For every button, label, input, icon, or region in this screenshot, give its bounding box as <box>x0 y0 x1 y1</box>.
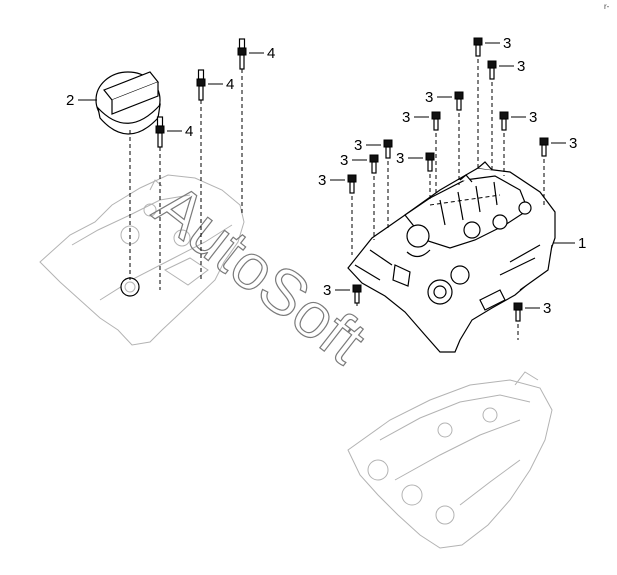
oil-filler-cap <box>95 71 161 135</box>
watermark-text: AutoSoft <box>141 169 379 377</box>
stud-bolt: 4 <box>155 116 193 290</box>
callout-bolt: 3 <box>340 152 348 169</box>
cover-bolt: 3 <box>473 35 511 168</box>
callout-filler-cap: 2 <box>66 92 131 280</box>
callout-stud-bolt: 4 <box>267 45 275 62</box>
cover-bolt: 3 <box>487 58 525 172</box>
cover-bolt: 3 <box>499 109 537 176</box>
oil-filler-opening <box>406 224 430 248</box>
ghost-oil-filler-neck <box>120 277 140 297</box>
callout-valve-cover: 1 <box>553 235 586 252</box>
cover-bolt: 3 <box>513 300 551 340</box>
cover-bolt: 3 <box>402 109 441 195</box>
cover-bolt: 3 <box>340 152 379 240</box>
callout-bolt: 3 <box>517 58 525 75</box>
callout-bolt: 3 <box>425 89 433 106</box>
cover-bolt: 3 <box>425 89 464 185</box>
callout-bolt: 3 <box>323 282 331 299</box>
cover-bolt: 3 <box>539 135 577 205</box>
callout-bolt: 3 <box>529 109 537 126</box>
cover-bolt: 3 <box>396 150 435 200</box>
callout-stud-bolt: 4 <box>226 76 234 93</box>
callout-bolt: 3 <box>354 137 362 154</box>
cover-bolt: 3 <box>323 282 362 306</box>
callout-stud-bolt: 4 <box>185 123 193 140</box>
callout-bolt: 3 <box>569 135 577 152</box>
callout-bolt: 3 <box>543 300 551 317</box>
valve-cover-assembly <box>347 161 556 353</box>
stud-bolt: 4 <box>237 38 275 215</box>
callout-label-1: 1 <box>578 235 586 252</box>
callout-bolt: 3 <box>396 150 404 167</box>
breather-port <box>450 265 470 285</box>
callout-bolt: 3 <box>503 35 511 52</box>
stud-bolt: 4 <box>196 69 234 280</box>
cover-bolt: 3 <box>354 137 393 230</box>
ghost-left-valve-cover <box>39 174 245 346</box>
cover-bolt: 3 <box>318 172 357 255</box>
corner-mark: r- <box>604 2 610 11</box>
callout-label-2: 2 <box>66 92 74 109</box>
callout-bolt: 3 <box>318 172 326 189</box>
ghost-cylinder-head <box>347 371 553 549</box>
callout-bolt: 3 <box>402 109 410 126</box>
